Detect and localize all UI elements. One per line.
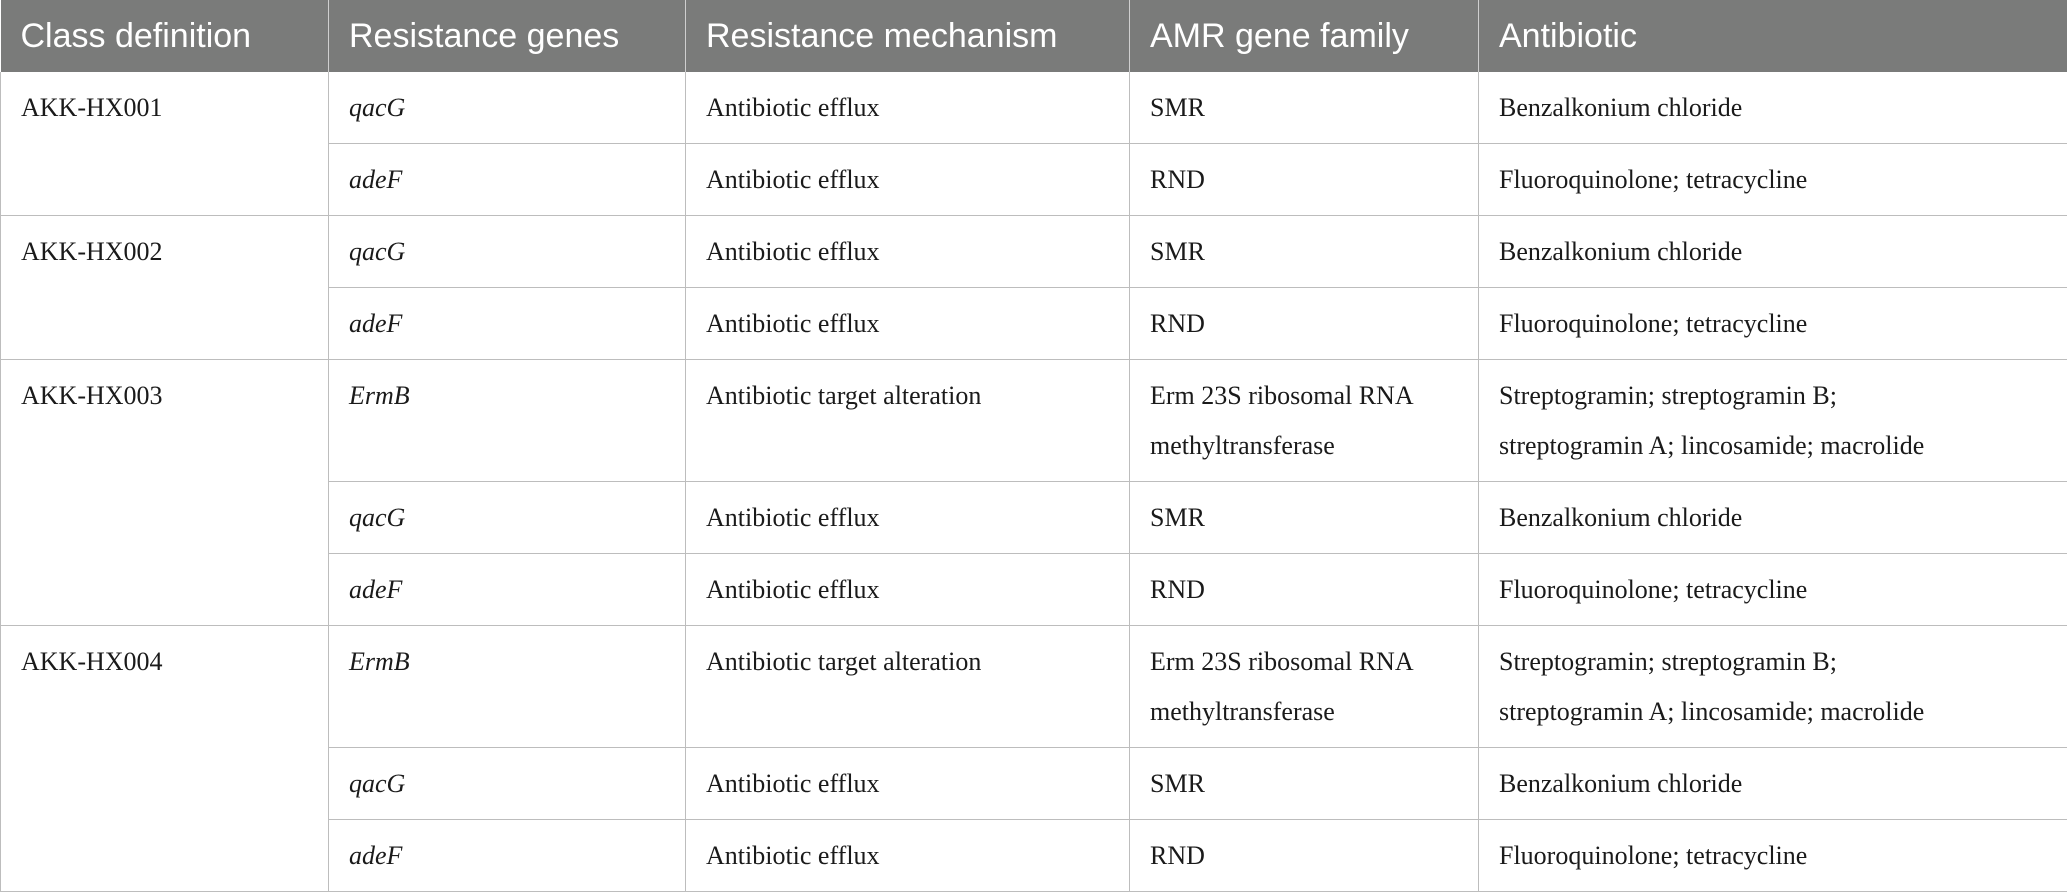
amr-gene-family-line: RND xyxy=(1150,155,1458,205)
resistance-gene-cell: adeF xyxy=(329,554,686,626)
antibiotic-line: Fluoroquinolone; tetracycline xyxy=(1499,299,2047,349)
antibiotic-cell: Streptogramin; streptogramin B;streptogr… xyxy=(1479,360,2067,482)
resistance-gene-cell: ErmB xyxy=(329,360,686,482)
resistance-gene-cell: qacG xyxy=(329,216,686,288)
header-row: Class definition Resistance genes Resist… xyxy=(1,0,2067,72)
resistance-gene-cell: qacG xyxy=(329,482,686,554)
header-resistance-mechanism: Resistance mechanism xyxy=(686,0,1130,72)
antibiotic-line: streptogramin A; lincosamide; macrolide xyxy=(1499,421,2047,471)
resistance-mechanism-cell: Antibiotic efflux xyxy=(686,554,1130,626)
antibiotic-line: Streptogramin; streptogramin B; xyxy=(1499,371,2047,421)
resistance-gene-cell: qacG xyxy=(329,748,686,820)
antibiotic-cell: Fluoroquinolone; tetracycline xyxy=(1479,554,2067,626)
amr-gene-family-line: RND xyxy=(1150,299,1458,349)
amr-gene-family-cell: SMR xyxy=(1130,72,1479,144)
table-header: Class definition Resistance genes Resist… xyxy=(1,0,2067,72)
resistance-gene-cell: adeF xyxy=(329,144,686,216)
resistance-mechanism-cell: Antibiotic efflux xyxy=(686,216,1130,288)
amr-gene-family-cell: RND xyxy=(1130,554,1479,626)
amr-gene-family-cell: SMR xyxy=(1130,216,1479,288)
resistance-mechanism-cell: Antibiotic efflux xyxy=(686,72,1130,144)
header-antibiotic: Antibiotic xyxy=(1479,0,2067,72)
amr-gene-family-line: SMR xyxy=(1150,493,1458,543)
amr-gene-family-line: RND xyxy=(1150,831,1458,881)
resistance-mechanism-cell: Antibiotic efflux xyxy=(686,288,1130,360)
resistance-gene-cell: qacG xyxy=(329,72,686,144)
header-amr-gene-family: AMR gene family xyxy=(1130,0,1479,72)
resistance-gene-cell: adeF xyxy=(329,288,686,360)
resistance-mechanism-cell: Antibiotic efflux xyxy=(686,482,1130,554)
amr-gene-family-line: SMR xyxy=(1150,759,1458,809)
antibiotic-cell: Fluoroquinolone; tetracycline xyxy=(1479,288,2067,360)
antibiotic-line: Benzalkonium chloride xyxy=(1499,83,2047,133)
antibiotic-line: Fluoroquinolone; tetracycline xyxy=(1499,565,2047,615)
antibiotic-line: Fluoroquinolone; tetracycline xyxy=(1499,831,2047,881)
antibiotic-line: Benzalkonium chloride xyxy=(1499,759,2047,809)
resistance-mechanism-cell: Antibiotic target alteration xyxy=(686,360,1130,482)
antibiotic-cell: Benzalkonium chloride xyxy=(1479,216,2067,288)
amr-gene-family-line: SMR xyxy=(1150,83,1458,133)
antibiotic-cell: Streptogramin; streptogramin B;streptogr… xyxy=(1479,626,2067,748)
antibiotic-cell: Benzalkonium chloride xyxy=(1479,748,2067,820)
resistance-mechanism-cell: Antibiotic efflux xyxy=(686,144,1130,216)
header-resistance-genes: Resistance genes xyxy=(329,0,686,72)
amr-gene-family-cell: SMR xyxy=(1130,482,1479,554)
class-definition-cell: AKK-HX002 xyxy=(1,216,329,360)
amr-gene-family-line: Erm 23S ribosomal RNA xyxy=(1150,371,1458,421)
amr-gene-family-line: Erm 23S ribosomal RNA xyxy=(1150,637,1458,687)
class-definition-cell: AKK-HX001 xyxy=(1,72,329,216)
amr-gene-family-cell: SMR xyxy=(1130,748,1479,820)
antibiotic-cell: Fluoroquinolone; tetracycline xyxy=(1479,144,2067,216)
antibiotic-line: Benzalkonium chloride xyxy=(1499,493,2047,543)
resistance-mechanism-cell: Antibiotic efflux xyxy=(686,748,1130,820)
antibiotic-line: streptogramin A; lincosamide; macrolide xyxy=(1499,687,2047,737)
antibiotic-line: Fluoroquinolone; tetracycline xyxy=(1499,155,2047,205)
class-definition-cell: AKK-HX003 xyxy=(1,360,329,626)
antibiotic-line: Streptogramin; streptogramin B; xyxy=(1499,637,2047,687)
amr-gene-family-line: SMR xyxy=(1150,227,1458,277)
header-class-definition: Class definition xyxy=(1,0,329,72)
class-definition-cell: AKK-HX004 xyxy=(1,626,329,892)
antibiotic-line: Benzalkonium chloride xyxy=(1499,227,2047,277)
amr-gene-family-line: methyltransferase xyxy=(1150,421,1458,471)
antibiotic-cell: Fluoroquinolone; tetracycline xyxy=(1479,820,2067,892)
amr-gene-family-cell: RND xyxy=(1130,288,1479,360)
antibiotic-cell: Benzalkonium chloride xyxy=(1479,482,2067,554)
resistance-mechanism-cell: Antibiotic target alteration xyxy=(686,626,1130,748)
resistance-mechanism-cell: Antibiotic efflux xyxy=(686,820,1130,892)
antibiotic-cell: Benzalkonium chloride xyxy=(1479,72,2067,144)
amr-gene-family-line: RND xyxy=(1150,565,1458,615)
resistance-gene-cell: adeF xyxy=(329,820,686,892)
amr-gene-family-cell: RND xyxy=(1130,144,1479,216)
amr-gene-family-cell: RND xyxy=(1130,820,1479,892)
resistance-gene-cell: ErmB xyxy=(329,626,686,748)
amr-gene-family-line: methyltransferase xyxy=(1150,687,1458,737)
